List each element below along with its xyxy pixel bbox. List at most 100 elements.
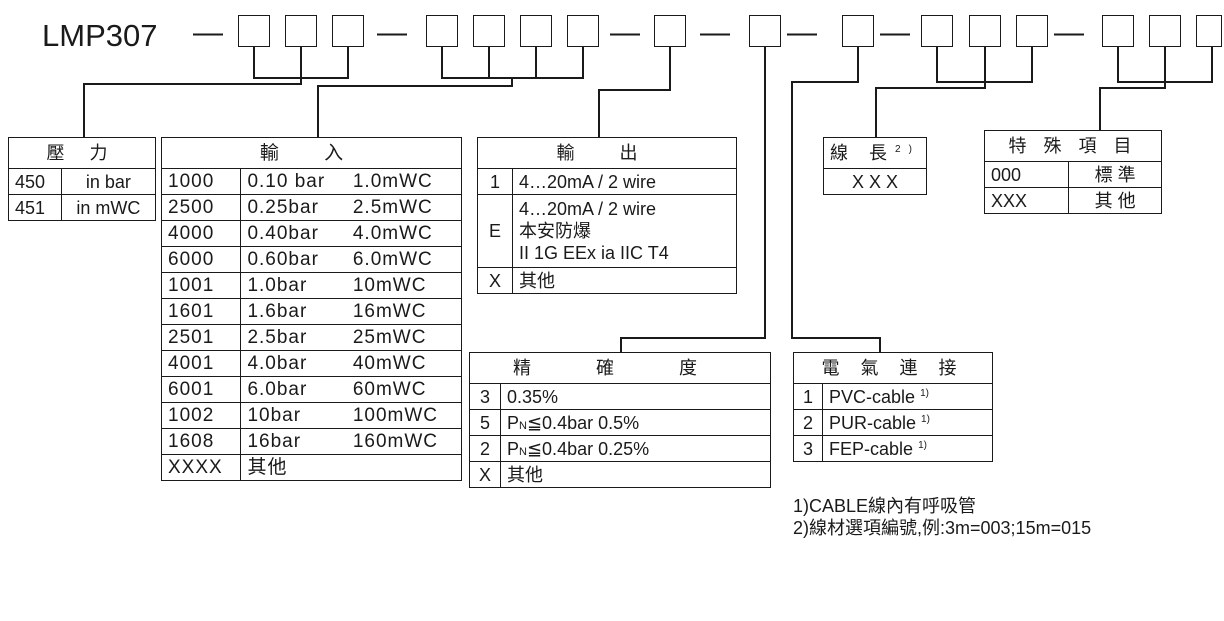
accuracy-text: ≦0.4bar 0.25%	[526, 438, 650, 459]
accuracy-sub: N	[519, 445, 527, 458]
separator-dash: —	[787, 16, 817, 49]
footnote-2: 2)線材選項編號,例:3m=003;15m=015	[793, 518, 1092, 538]
input-code: 6000	[160, 246, 242, 273]
cable-length-value: X X X	[823, 168, 927, 195]
code-box	[426, 15, 458, 47]
output-text: II 1G EEx ia IIC T4	[519, 243, 669, 263]
input-code: 6001	[160, 376, 242, 403]
separator-dash: —	[193, 16, 223, 49]
input-code: 1608	[160, 428, 242, 455]
output-code: X	[477, 267, 513, 294]
output-text: 其他	[512, 267, 737, 294]
input-mwc: 1.0mWC	[346, 168, 462, 195]
input-code: 4001	[160, 350, 242, 377]
code-box	[1016, 15, 1048, 47]
special-text: 其 他	[1068, 187, 1162, 214]
input-mwc: 10mWC	[346, 272, 462, 299]
table-row: E 4…20mA / 2 wire 本安防爆 II 1G EEx ia IIC …	[477, 194, 737, 268]
output-text: 4…20mA / 2 wire	[512, 168, 737, 195]
special-text: 標 準	[1068, 161, 1162, 188]
input-mwc: 16mWC	[346, 298, 462, 325]
electrical-text: PUR-cable	[829, 412, 917, 433]
accuracy-text: 其他	[500, 461, 771, 488]
cable-length-table: 線 長2) X X X	[823, 137, 927, 195]
output-code: E	[477, 194, 513, 268]
input-code: 1002	[160, 402, 242, 429]
cable-length-header: 線 長	[830, 143, 896, 163]
input-bar: 0.25bar	[240, 194, 347, 221]
footnotes: 1)CABLE線內有呼吸管 2)線材選項編號,例:3m=003;15m=015	[793, 495, 1091, 539]
table-row: X X X	[823, 168, 927, 195]
input-bar: 16bar	[240, 428, 347, 455]
input-mwc: 6.0mWC	[346, 246, 462, 273]
code-box	[567, 15, 599, 47]
accuracy-sub: N	[519, 419, 527, 432]
separator-dash: —	[880, 16, 910, 49]
special-code: 000	[983, 161, 1070, 188]
input-mwc: 160mWC	[346, 428, 462, 455]
output-code: 1	[477, 168, 513, 195]
special-header: 特 殊 項 目	[984, 130, 1162, 162]
electrical-code: 2	[793, 409, 823, 436]
input-bar: 1.0bar	[240, 272, 347, 299]
connector-electrical	[791, 47, 881, 352]
input-code: XXXX	[160, 454, 242, 481]
input-bar: 0.10 bar	[240, 168, 347, 195]
table-row: 450 in bar	[8, 168, 157, 195]
separator-dash: —	[700, 16, 730, 49]
connector-accuracy	[620, 47, 766, 352]
input-mwc: 25mWC	[346, 324, 462, 351]
footnote-mark: 1)	[921, 413, 930, 425]
electrical-code: 3	[793, 435, 823, 462]
separator-dash: —	[1054, 16, 1084, 49]
input-mwc: 4.0mWC	[346, 220, 462, 247]
accuracy-code: 5	[469, 409, 501, 436]
output-header: 輸 出	[477, 137, 737, 169]
code-box	[654, 15, 686, 47]
electrical-text: PVC-cable	[829, 386, 916, 407]
table-row: 2 PUR-cable 1)	[793, 409, 993, 436]
model-name: LMP307	[42, 18, 158, 53]
input-other: 其他	[240, 454, 462, 481]
input-code: 1000	[160, 168, 242, 195]
code-box	[238, 15, 270, 47]
input-code: 1001	[160, 272, 242, 299]
accuracy-p: P	[507, 412, 520, 433]
input-mwc: 40mWC	[346, 350, 462, 377]
pressure-header: 壓 力	[8, 137, 156, 169]
output-text: 4…20mA / 2 wire	[519, 199, 657, 219]
pressure-table: 壓 力 450 in bar 451 in mWC	[8, 137, 157, 221]
input-code: 2501	[160, 324, 242, 351]
connector-special-lead	[1099, 82, 1166, 130]
code-box	[285, 15, 317, 47]
accuracy-code: X	[469, 461, 501, 488]
input-bar: 4.0bar	[240, 350, 347, 377]
pressure-code: 450	[8, 168, 62, 195]
input-header: 輸 入	[161, 137, 462, 169]
electrical-code: 1	[793, 383, 823, 410]
accuracy-code: 3	[469, 383, 501, 410]
code-box	[1102, 15, 1134, 47]
footnote-1: 1)CABLE線內有呼吸管	[793, 496, 977, 516]
connector-input	[441, 47, 584, 79]
